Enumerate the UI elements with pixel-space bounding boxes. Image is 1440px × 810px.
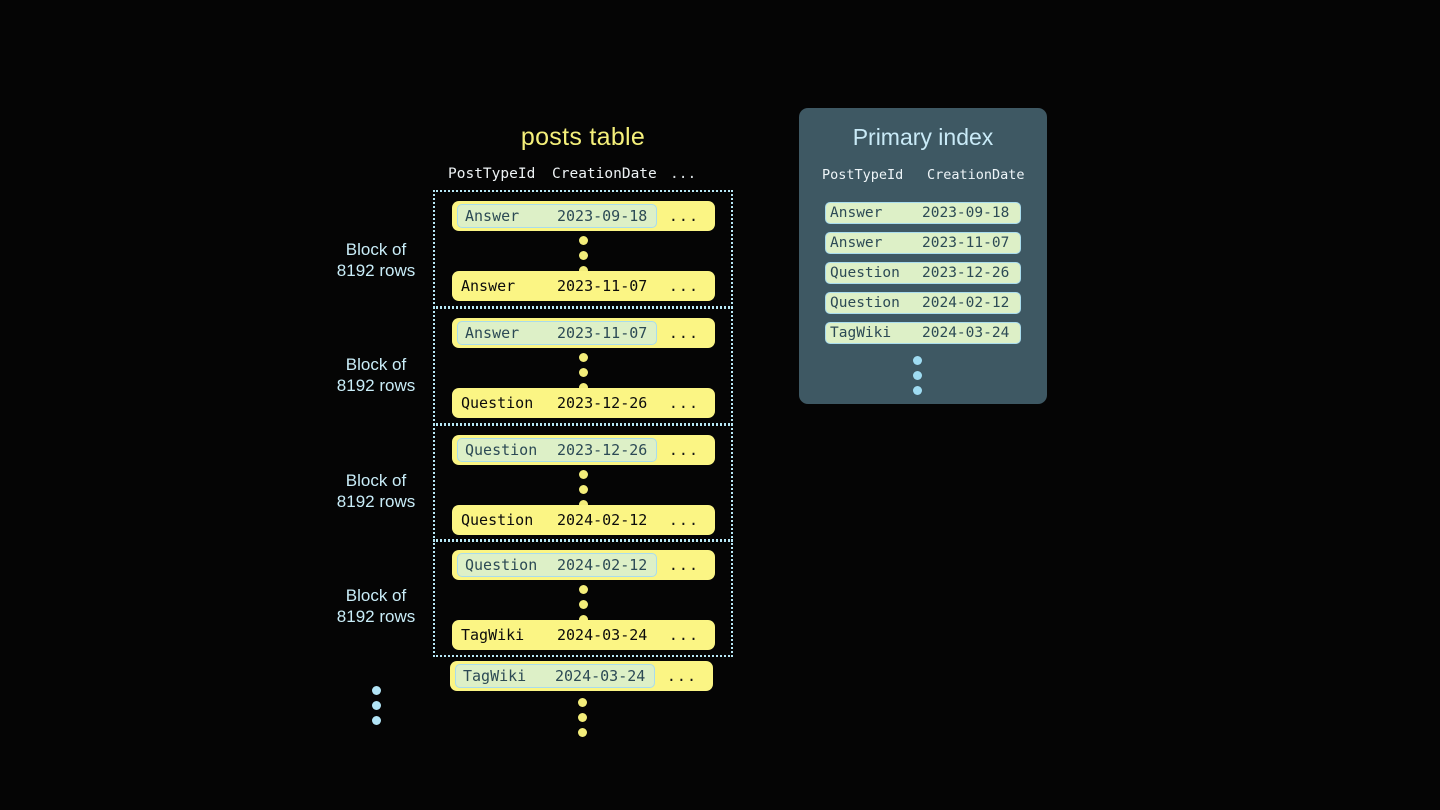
posts-table-column-headers: PostTypeId CreationDate ... (448, 166, 718, 182)
cell-creationdate: 2023-12-26 (557, 441, 648, 459)
row-ellipsis-dots (578, 236, 588, 275)
index-continuation-dots (913, 356, 922, 395)
cell-more: ... (668, 207, 699, 225)
primary-index-column-headers: PostTypeId CreationDate (822, 167, 1032, 183)
cell-creationdate: 2024-03-24 (922, 325, 1010, 341)
block-1: Answer 2023-09-18 ... Answer 2023-11-07 … (433, 190, 733, 308)
cell-posttypeid: TagWiki (461, 626, 525, 644)
block-label-line1: Block of (345, 355, 407, 374)
row-plain-fields: Answer 2023-11-07 (461, 277, 653, 295)
cell-creationdate: 2024-02-12 (557, 556, 648, 574)
block-label-3: Block of 8192 rows (306, 470, 446, 512)
table-row: Answer 2023-11-07 ... (452, 318, 715, 348)
block-3: Question 2023-12-26 ... Question 2024-02… (433, 424, 733, 542)
cell-posttypeid: TagWiki (830, 325, 892, 341)
posts-table-title: posts table (520, 123, 646, 151)
column-header-posttypeid: PostTypeId (448, 166, 536, 182)
cell-creationdate: 2023-12-26 (557, 394, 648, 412)
column-header-creationdate: CreationDate (552, 166, 657, 182)
index-column-header-posttypeid: PostTypeId (822, 167, 904, 183)
table-row-trailing: TagWiki 2024-03-24 ... (450, 661, 713, 691)
block-label-line1: Block of (345, 586, 407, 605)
block-label-line2: 8192 rows (336, 492, 416, 511)
block-2: Answer 2023-11-07 ... Question 2023-12-2… (433, 307, 733, 425)
row-plain-fields: TagWiki 2024-03-24 (461, 626, 653, 644)
block-label-line2: 8192 rows (336, 376, 416, 395)
table-continuation-dots (577, 698, 587, 737)
cell-more: ... (668, 511, 699, 529)
block-label-4: Block of 8192 rows (306, 585, 446, 627)
row-keybox: Question 2023-12-26 (457, 438, 657, 462)
block-label-line1: Block of (345, 240, 407, 259)
cell-creationdate: 2023-11-07 (557, 277, 648, 295)
cell-posttypeid: Question (461, 394, 534, 412)
cell-posttypeid: Question (465, 556, 538, 574)
index-column-header-creationdate: CreationDate (927, 167, 1025, 183)
cell-posttypeid: Question (830, 295, 900, 311)
cell-posttypeid: TagWiki (463, 667, 527, 685)
row-keybox: TagWiki 2024-03-24 (455, 664, 655, 688)
table-row: Question 2023-12-26 ... (452, 435, 715, 465)
table-row: TagWiki 2024-03-24 ... (452, 620, 715, 650)
row-keybox: Answer 2023-09-18 (457, 204, 657, 228)
cell-posttypeid: Answer (465, 207, 520, 225)
index-row: Question 2023-12-26 (825, 262, 1021, 284)
cell-creationdate: 2023-09-18 (557, 207, 648, 225)
cell-posttypeid: Question (830, 265, 900, 281)
block-continuation-dots (371, 686, 381, 725)
column-header-more: ... (670, 166, 697, 182)
block-label-line1: Block of (345, 471, 407, 490)
table-row: Question 2024-02-12 ... (452, 550, 715, 580)
row-ellipsis-dots (578, 470, 588, 509)
index-row: Answer 2023-09-18 (825, 202, 1021, 224)
cell-more: ... (666, 667, 697, 685)
primary-index-rows: Answer 2023-09-18 Answer 2023-11-07 Ques… (825, 202, 1021, 352)
cell-creationdate: 2023-09-18 (922, 205, 1010, 221)
cell-posttypeid: Answer (830, 205, 883, 221)
block-label-2: Block of 8192 rows (306, 354, 446, 396)
cell-creationdate: 2024-03-24 (555, 667, 646, 685)
cell-more: ... (668, 277, 699, 295)
block-label-line2: 8192 rows (336, 607, 416, 626)
table-row: Answer 2023-09-18 ... (452, 201, 715, 231)
row-plain-fields: Question 2024-02-12 (461, 511, 653, 529)
cell-creationdate: 2023-11-07 (557, 324, 648, 342)
cell-posttypeid: Question (461, 511, 534, 529)
cell-creationdate: 2024-02-12 (557, 511, 648, 529)
cell-creationdate: 2024-03-24 (557, 626, 648, 644)
cell-more: ... (668, 394, 699, 412)
block-label-line2: 8192 rows (336, 261, 416, 280)
table-row: Question 2023-12-26 ... (452, 388, 715, 418)
cell-more: ... (668, 626, 699, 644)
index-row: Answer 2023-11-07 (825, 232, 1021, 254)
index-row: TagWiki 2024-03-24 (825, 322, 1021, 344)
cell-creationdate: 2023-11-07 (922, 235, 1010, 251)
primary-index-title: Primary index (852, 124, 994, 150)
row-keybox: Answer 2023-11-07 (457, 321, 657, 345)
table-row: Question 2024-02-12 ... (452, 505, 715, 535)
cell-more: ... (668, 556, 699, 574)
row-plain-fields: Question 2023-12-26 (461, 394, 653, 412)
cell-posttypeid: Answer (465, 324, 520, 342)
row-ellipsis-dots (578, 585, 588, 624)
cell-posttypeid: Question (465, 441, 538, 459)
row-keybox: Question 2024-02-12 (457, 553, 657, 577)
index-row: Question 2024-02-12 (825, 292, 1021, 314)
cell-more: ... (668, 324, 699, 342)
block-label-1: Block of 8192 rows (306, 239, 446, 281)
primary-index-panel: Primary index PostTypeId CreationDate An… (799, 108, 1047, 404)
table-row: Answer 2023-11-07 ... (452, 271, 715, 301)
block-4: Question 2024-02-12 ... TagWiki 2024-03-… (433, 539, 733, 657)
cell-posttypeid: Answer (830, 235, 883, 251)
cell-creationdate: 2024-02-12 (922, 295, 1010, 311)
row-ellipsis-dots (578, 353, 588, 392)
cell-creationdate: 2023-12-26 (922, 265, 1010, 281)
cell-posttypeid: Answer (461, 277, 516, 295)
cell-more: ... (668, 441, 699, 459)
